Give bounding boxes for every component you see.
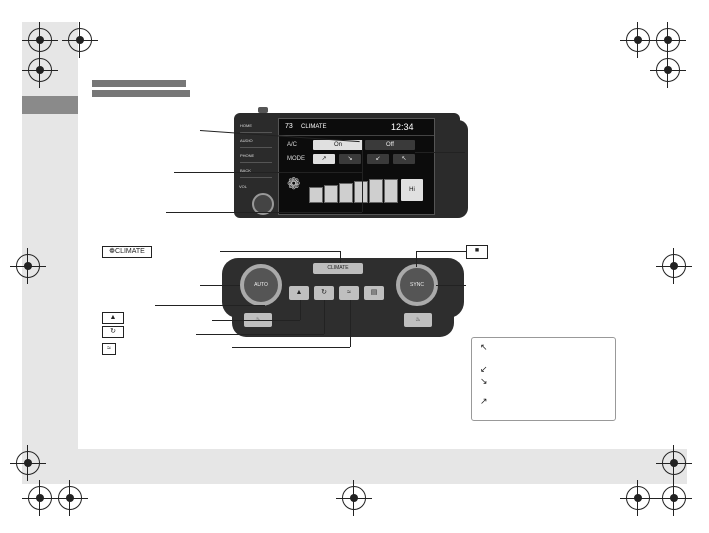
registration-mark-icon bbox=[620, 480, 656, 516]
touchscreen: 73 CLIMATE 12:34 A/C On Off MODE ↗ ↘ ↙ ↖… bbox=[278, 118, 435, 215]
header-bar-2 bbox=[92, 90, 190, 97]
audio-button[interactable]: AUDIO bbox=[240, 135, 272, 148]
leader-line bbox=[155, 305, 265, 306]
leader-line bbox=[340, 251, 341, 263]
recirculation-icon: ↻ bbox=[102, 326, 124, 338]
volume-knob[interactable] bbox=[252, 193, 274, 215]
fresh-air-icon: ▲ bbox=[295, 289, 303, 296]
registration-mark-icon bbox=[650, 52, 686, 88]
home-button[interactable]: HOME bbox=[240, 120, 272, 133]
registration-mark-icon bbox=[656, 248, 692, 284]
fan-level[interactable] bbox=[354, 181, 368, 203]
header-bar-1 bbox=[92, 80, 186, 87]
fresh-air-button[interactable]: ▲ bbox=[289, 286, 309, 300]
registration-mark-icon bbox=[22, 22, 58, 58]
leader-line bbox=[232, 347, 350, 348]
mode-floor-button[interactable]: ↙ bbox=[367, 154, 389, 164]
leader-line bbox=[362, 140, 363, 212]
face-floor-vent-icon: ↘ bbox=[480, 376, 488, 386]
fan-level[interactable] bbox=[309, 187, 323, 203]
fan-speed-slider[interactable]: Hi bbox=[309, 177, 429, 207]
leader-line bbox=[324, 300, 325, 334]
fan-level[interactable] bbox=[324, 185, 338, 203]
ac-on-button[interactable]: On bbox=[313, 140, 363, 150]
leader-line bbox=[300, 300, 301, 320]
ac-label: A/C bbox=[287, 142, 298, 148]
leader-line bbox=[166, 212, 362, 213]
face-vent-icon: ↗ bbox=[321, 156, 327, 162]
front-defrost-button[interactable]: ≈ bbox=[339, 286, 359, 300]
leader-line bbox=[415, 152, 465, 153]
floor-vent-icon: ↙ bbox=[480, 364, 488, 374]
leader-line bbox=[196, 334, 324, 335]
leader-line bbox=[416, 251, 417, 267]
climate-button-label: ❁CLIMATE bbox=[102, 246, 152, 258]
climate-button[interactable]: CLIMATE bbox=[313, 263, 363, 274]
screen-divider bbox=[279, 135, 434, 136]
fan-icon: ❁ bbox=[109, 248, 116, 255]
registration-mark-icon bbox=[10, 248, 46, 284]
mode-face-floor-button[interactable]: ↘ bbox=[339, 154, 361, 164]
leader-line bbox=[174, 172, 362, 173]
registration-mark-icon bbox=[650, 22, 686, 58]
mode-label: MODE bbox=[287, 156, 305, 162]
leader-line bbox=[200, 285, 240, 286]
mode-floor-defrost-button[interactable]: ↖ bbox=[393, 154, 415, 164]
floor-vent-icon: ↙ bbox=[375, 156, 381, 162]
audio-unit-wing bbox=[438, 120, 468, 218]
registration-mark-icon bbox=[10, 445, 46, 481]
leader-line bbox=[350, 300, 351, 347]
mode-face-button[interactable]: ↗ bbox=[313, 154, 335, 164]
recirculation-button[interactable]: ↻ bbox=[314, 286, 334, 300]
rear-defrost-button[interactable]: ▤ bbox=[364, 286, 384, 300]
registration-mark-icon bbox=[656, 445, 692, 481]
phone-button[interactable]: PHONE bbox=[240, 150, 272, 163]
fan-hi-button[interactable]: Hi bbox=[401, 179, 423, 201]
registration-mark-icon bbox=[336, 480, 372, 516]
recirculation-icon: ↻ bbox=[321, 289, 327, 296]
back-button[interactable]: BACK bbox=[240, 165, 272, 178]
driver-temp-knob[interactable]: AUTO bbox=[240, 264, 282, 306]
fan-level[interactable] bbox=[369, 179, 383, 203]
rear-defrost-icon: ▤ bbox=[370, 289, 378, 296]
power-knob bbox=[258, 107, 268, 113]
defrost-icon: ≈ bbox=[347, 289, 351, 296]
temperature-readout: 73 bbox=[285, 123, 293, 130]
fresh-air-icon: ▲ bbox=[102, 312, 124, 324]
seat-heater-icon: ♨ bbox=[415, 317, 421, 323]
registration-mark-icon bbox=[22, 480, 58, 516]
section-tab bbox=[22, 96, 78, 114]
leader-line bbox=[416, 251, 466, 252]
passenger-temp-knob[interactable]: SYNC bbox=[396, 264, 438, 306]
registration-mark-icon bbox=[52, 480, 88, 516]
registration-mark-icon bbox=[22, 52, 58, 88]
clock: 12:34 bbox=[391, 122, 414, 132]
mode-legend-box: ↖ ↙ ↘ ↗ bbox=[471, 337, 616, 421]
fan-level[interactable] bbox=[384, 179, 398, 203]
passenger-seat-heater-button[interactable]: ♨ bbox=[404, 313, 432, 327]
vol-label: VOL bbox=[239, 184, 248, 189]
sync-off-icon: ■ bbox=[466, 245, 488, 259]
face-floor-vent-icon: ↘ bbox=[347, 156, 353, 162]
floor-defrost-icon: ↖ bbox=[401, 156, 407, 162]
leader-line bbox=[220, 251, 340, 252]
ac-off-button[interactable]: Off bbox=[365, 140, 415, 150]
screen-title: CLIMATE bbox=[301, 124, 327, 130]
leader-line bbox=[436, 285, 466, 286]
fan-level[interactable] bbox=[339, 183, 353, 203]
fan-icon: ❁ bbox=[287, 176, 301, 193]
registration-mark-icon bbox=[656, 480, 692, 516]
registration-mark-icon bbox=[620, 22, 656, 58]
defrost-icon: ≈ bbox=[102, 343, 116, 355]
leader-line bbox=[212, 320, 300, 321]
registration-mark-icon bbox=[62, 22, 98, 58]
floor-defrost-icon: ↖ bbox=[480, 342, 488, 352]
face-vent-icon: ↗ bbox=[480, 396, 488, 406]
